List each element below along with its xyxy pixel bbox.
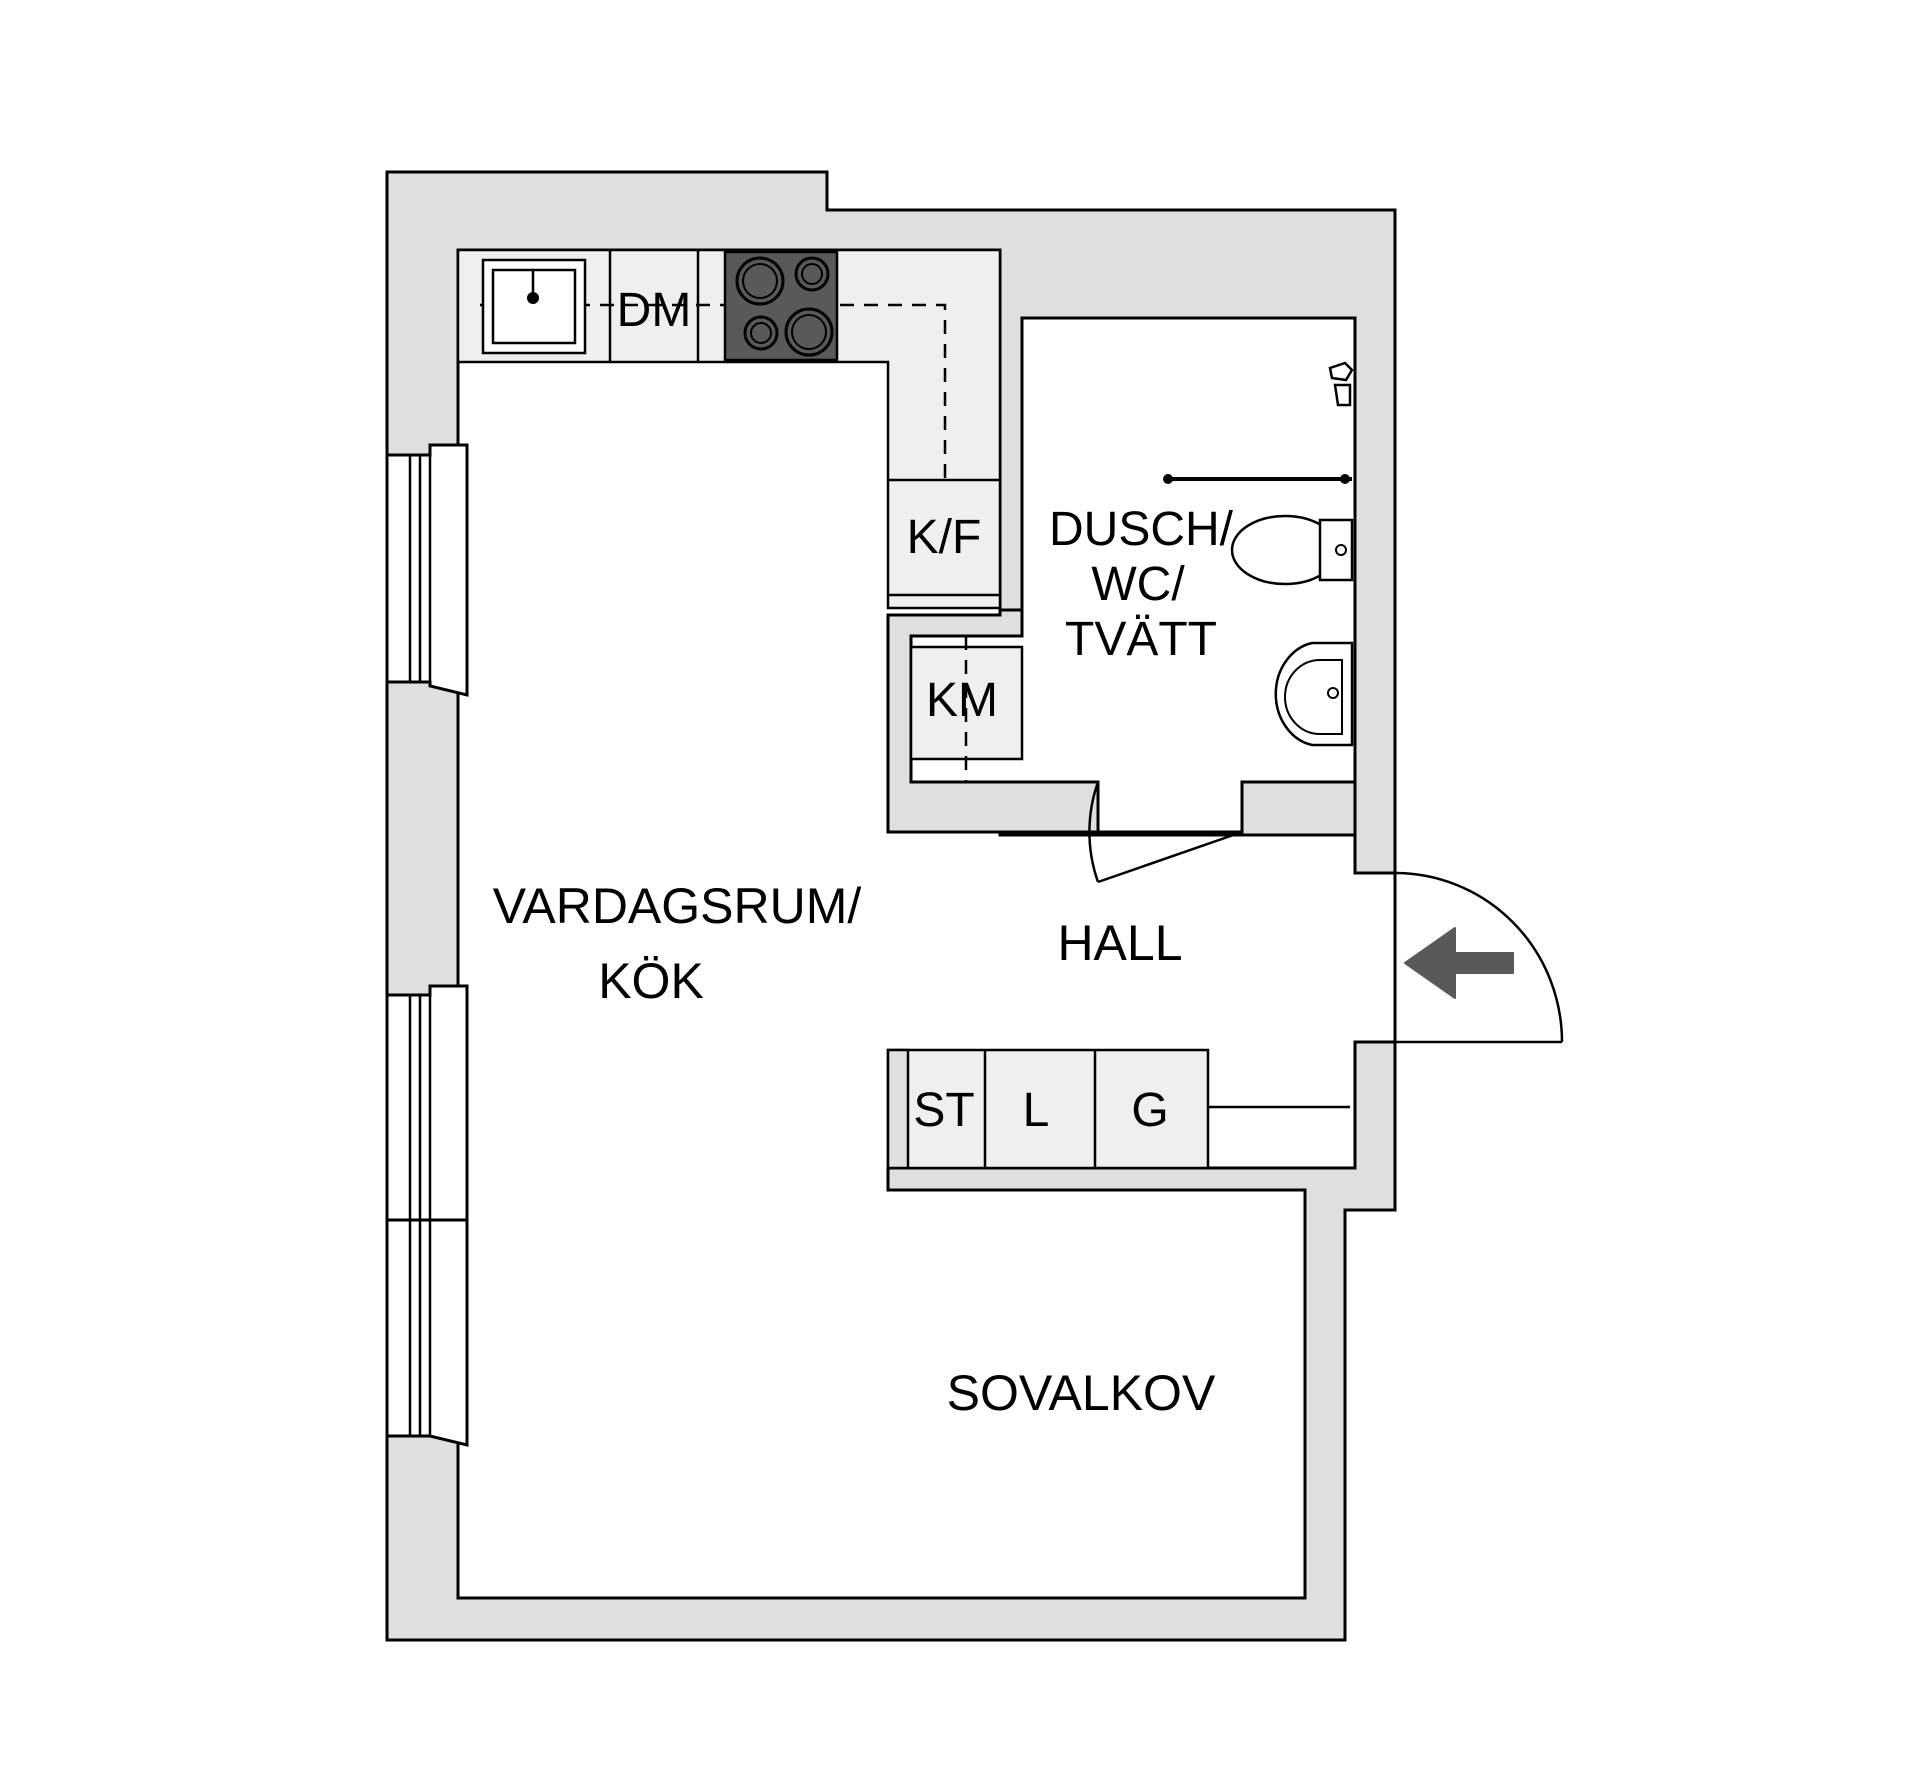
living-kitchen-label-line-1: VARDAGSRUM/	[493, 878, 862, 934]
washbasin-icon	[1274, 641, 1354, 747]
washing-machine-label: KM	[926, 674, 998, 727]
closet-st-label: ST	[913, 1084, 974, 1137]
living-kitchen-label-line-2: KÖK	[598, 953, 704, 1009]
closet-l-label: L	[1023, 1084, 1050, 1137]
bathroom-label-line-2: WC/	[1091, 558, 1185, 611]
window-lower-1	[385, 984, 469, 1222]
hall-wardrobes	[886, 1048, 1350, 1170]
living-kitchen-floor	[456, 248, 1397, 1600]
sleeping-alcove-label: SOVALKOV	[947, 1365, 1216, 1421]
toilet-icon	[1230, 514, 1354, 586]
entrance-arrow-icon	[1404, 927, 1514, 999]
kitchen-counter	[456, 248, 1002, 610]
sink-icon	[481, 258, 587, 355]
fridge-freezer-label: K/F	[907, 511, 982, 564]
bathroom-door	[1088, 781, 1243, 884]
dishwasher-label: DM	[617, 284, 692, 337]
bathroom-label-line-1: DUSCH/	[1049, 503, 1234, 556]
window-lower-2	[385, 1218, 469, 1447]
bathroom-wall-block	[886, 608, 1100, 834]
washing-machine	[909, 636, 1024, 782]
bathroom-label-line-3: TVÄTT	[1065, 613, 1217, 666]
closet-g-label: G	[1131, 1084, 1168, 1137]
hall-label: HALL	[1057, 915, 1182, 971]
hall-right-wall-stub	[1240, 780, 1357, 837]
window-upper	[385, 443, 469, 697]
shower-icon	[1163, 361, 1354, 484]
stove-icon	[723, 250, 839, 362]
entrance-door	[1393, 871, 1564, 1044]
